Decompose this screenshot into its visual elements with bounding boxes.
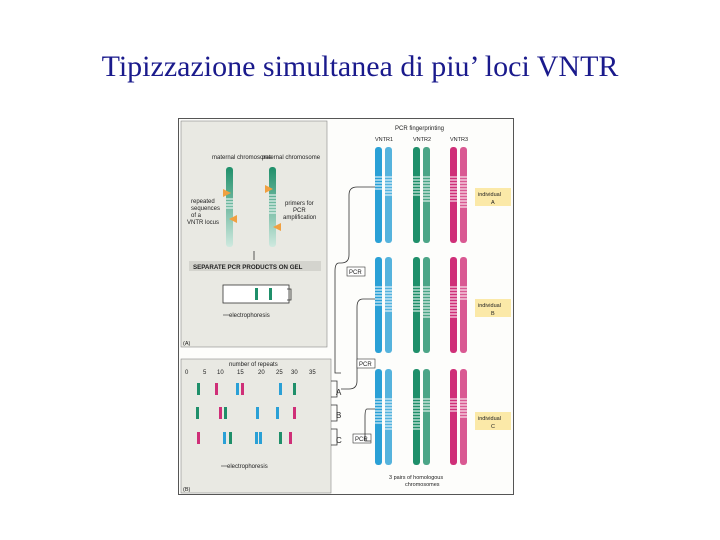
individual-c-box: individual C: [475, 412, 511, 430]
individual-b-word: individual: [478, 303, 501, 309]
tick-30: 30: [291, 370, 298, 376]
connector-a: [335, 187, 375, 373]
electrophoresis-label-a: electrophoresis: [229, 313, 270, 319]
figure-svg: maternal chromosome paternal chromosome: [179, 119, 515, 496]
gel-strip: [223, 285, 291, 303]
repeated-label-4: VNTR locus: [187, 220, 219, 226]
maternal-chromosome: [226, 167, 233, 247]
row-label-b: B: [336, 411, 341, 420]
locus-vntr2: VNTR2: [413, 137, 431, 143]
chromosome-a-locus1-1: [375, 147, 382, 243]
repeated-label-3: of a: [191, 213, 202, 219]
electrophoresis-label-b: electrophoresis: [227, 464, 268, 470]
chromosome-b-locus3-2: [460, 257, 467, 353]
row-label-c: C: [336, 436, 342, 445]
locus-vntr3: VNTR3: [450, 137, 468, 143]
individual-c-word: individual: [478, 416, 501, 422]
chromosome-groups: [375, 147, 467, 465]
pcr-label-1: PCR: [349, 270, 362, 276]
pcr-label-2: PCR: [359, 362, 372, 368]
gel-banner: SEPARATE PCR PRODUCTS ON GEL: [193, 264, 303, 271]
paternal-chromosome: [269, 167, 276, 247]
primers-label-2: PCR: [293, 208, 306, 214]
repeated-label-1: repeated: [191, 199, 215, 205]
individual-a-word: individual: [478, 192, 501, 198]
individual-b-letter: B: [491, 311, 495, 317]
paternal-label: paternal chromosome: [262, 155, 321, 161]
pcr-label-c: PCR: [355, 437, 368, 443]
individual-c-letter: C: [491, 424, 495, 430]
footer-line-2: chromosomes: [405, 482, 440, 488]
number-of-repeats: number of repeats: [229, 362, 278, 368]
chromosome-c-locus3-1: [450, 369, 457, 465]
individual-a-letter: A: [491, 200, 495, 206]
individual-a-box: individual A: [475, 188, 511, 206]
panel-b-label: (B): [183, 487, 191, 493]
primers-label-1: primers for: [285, 201, 314, 207]
locus-vntr1: VNTR1: [375, 137, 393, 143]
figure: maternal chromosome paternal chromosome: [178, 118, 514, 495]
chromosome-c-locus2-2: [423, 369, 430, 465]
tick-20: 20: [258, 370, 265, 376]
tick-35: 35: [309, 370, 316, 376]
tick-10: 10: [217, 370, 224, 376]
connector-b: [341, 299, 375, 389]
individual-b-box: individual B: [475, 299, 511, 317]
repeated-label-2: sequences: [191, 206, 220, 212]
pcr-fingerprinting-header: PCR fingerprinting: [395, 126, 444, 132]
footer-line-1: 3 pairs of homologous: [389, 475, 443, 481]
slide-title: Tipizzazione simultanea di piu’ loci VNT…: [0, 50, 720, 84]
tick-15: 15: [237, 370, 244, 376]
panel-b-background: [181, 359, 331, 493]
panel-a-label: (A): [183, 341, 191, 347]
tick-25: 25: [276, 370, 283, 376]
primers-label-3: amplification: [283, 215, 316, 221]
